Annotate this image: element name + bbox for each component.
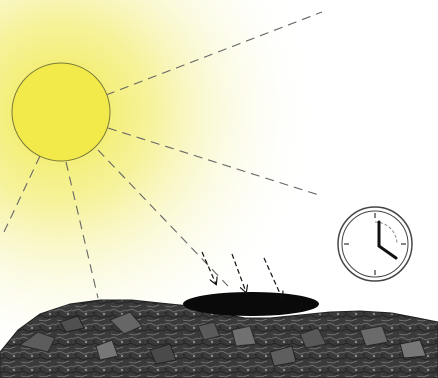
clock-ring bbox=[338, 207, 412, 281]
clock-icon bbox=[338, 207, 412, 281]
sun-icon bbox=[12, 63, 110, 161]
dark-puddle bbox=[183, 292, 319, 316]
